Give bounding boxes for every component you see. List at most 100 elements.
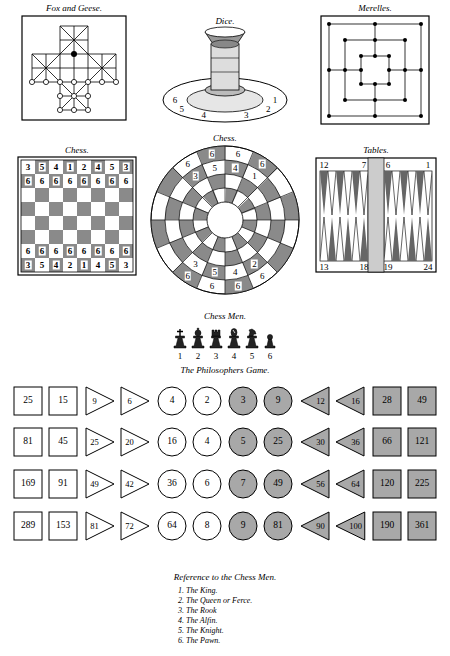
board-number: 6 (81, 177, 88, 186)
piece-outline (300, 511, 330, 541)
square-outline (408, 428, 436, 456)
square-piece: 25 (13, 386, 43, 416)
piece-number: 16 (167, 437, 177, 447)
board-number: 6 (39, 177, 46, 186)
piece-outline (300, 427, 330, 457)
square-piece: 121 (407, 427, 437, 457)
board-number: 4 (53, 163, 60, 172)
triangle-outline (301, 512, 329, 540)
square-piece: 49 (407, 386, 437, 416)
circle-outline (229, 470, 257, 498)
board-number: 5 (109, 163, 116, 172)
triangle-outline (336, 387, 364, 415)
panel-heading: Chess Men. (204, 312, 246, 321)
circle-outline (264, 387, 292, 415)
square-piece: 81 (13, 427, 43, 457)
square-outline (49, 428, 77, 456)
round-piece: 6 (192, 469, 222, 499)
triangle-outline (121, 428, 149, 456)
dice-number: 2 (266, 104, 271, 113)
piece-number: 4 (232, 352, 237, 361)
square-outline (408, 387, 436, 415)
board-number: 6 (67, 247, 74, 256)
ring-number: 6 (185, 271, 192, 280)
piece-number: 3 (214, 352, 219, 361)
square-piece: 45 (48, 427, 78, 457)
piece-number: 9 (92, 397, 96, 406)
ring-number: 6 (209, 281, 216, 290)
piece-number: 16 (351, 397, 360, 406)
ring-number: 6 (235, 281, 242, 290)
triangle-piece: 20 (120, 427, 150, 457)
circle-outline (193, 470, 221, 498)
piece-outline (85, 386, 115, 416)
circular-chess-board (151, 146, 299, 294)
triangle-piece: 6 (120, 386, 150, 416)
panel-heading: Tables. (363, 146, 388, 155)
square-outline (373, 470, 401, 498)
dice-number: 5 (179, 104, 184, 113)
square-outline (14, 428, 42, 456)
piece-number: 90 (316, 522, 325, 531)
circle-outline (158, 428, 186, 456)
piece-outline (85, 511, 115, 541)
round-piece: 5 (228, 427, 258, 457)
square-piece: 15 (48, 386, 78, 416)
reference-item: 3. The Rook (178, 607, 216, 615)
ring-number: 3 (192, 260, 199, 269)
board-number: 3 (123, 163, 130, 172)
piece-number: 36 (351, 438, 360, 447)
ring-number: 6 (209, 150, 216, 159)
triangle-outline (121, 470, 149, 498)
circle-outline (229, 428, 257, 456)
piece-outline (335, 427, 365, 457)
piece-number: 49 (90, 480, 99, 489)
piece-number: 121 (415, 437, 429, 447)
triangle-piece: 25 (85, 427, 115, 457)
piece-number: 25 (23, 396, 33, 406)
dice-number: 4 (202, 111, 207, 120)
reference-item: 5. The Knight. (178, 627, 224, 635)
triangle-piece: 100 (335, 511, 366, 541)
piece-number: 91 (58, 479, 68, 489)
circle-outline (264, 470, 292, 498)
piece-number: 30 (316, 438, 325, 447)
piece-outline (120, 386, 150, 416)
piece-number: 72 (125, 522, 134, 531)
panel-heading: Chess. (213, 134, 237, 143)
piece-number: 81 (273, 521, 283, 531)
square-outline (14, 387, 42, 415)
triangle-outline (336, 512, 365, 540)
piece-number: 7 (241, 479, 246, 489)
square-piece: 289 (13, 511, 43, 541)
square-piece: 91 (48, 469, 78, 499)
triangle-outline (121, 387, 149, 415)
point-number: 7 (362, 161, 367, 170)
ring-number: 6 (259, 160, 266, 169)
reference-item: 2. The Queen or Ferce. (178, 597, 252, 605)
piece-number: 25 (273, 437, 283, 447)
point-number: 6 (386, 161, 391, 170)
piece-number: 8 (205, 521, 210, 531)
board-number: 4 (95, 163, 102, 172)
piece-number: 6 (268, 352, 273, 361)
square-piece: 169 (13, 469, 43, 499)
panel-heading: Chess. (65, 146, 89, 155)
round-piece: 36 (157, 469, 187, 499)
piece-outline (85, 427, 115, 457)
square-piece: 361 (407, 511, 437, 541)
panel-heading: Merelles. (358, 4, 391, 13)
board-number: 4 (53, 261, 60, 270)
board-number: 6 (109, 177, 116, 186)
board-number: 6 (123, 247, 130, 256)
square-outline (14, 512, 42, 540)
triangle-outline (86, 512, 114, 540)
board-number: 5 (39, 163, 46, 172)
triangle-piece: 81 (85, 511, 115, 541)
reference-item: 6. The Pawn. (178, 637, 220, 645)
board-number: 3 (25, 261, 32, 270)
piece-number: 4 (205, 437, 210, 447)
square-outline (14, 470, 42, 498)
round-piece: 81 (263, 511, 293, 541)
ring-number: 5 (211, 267, 218, 276)
